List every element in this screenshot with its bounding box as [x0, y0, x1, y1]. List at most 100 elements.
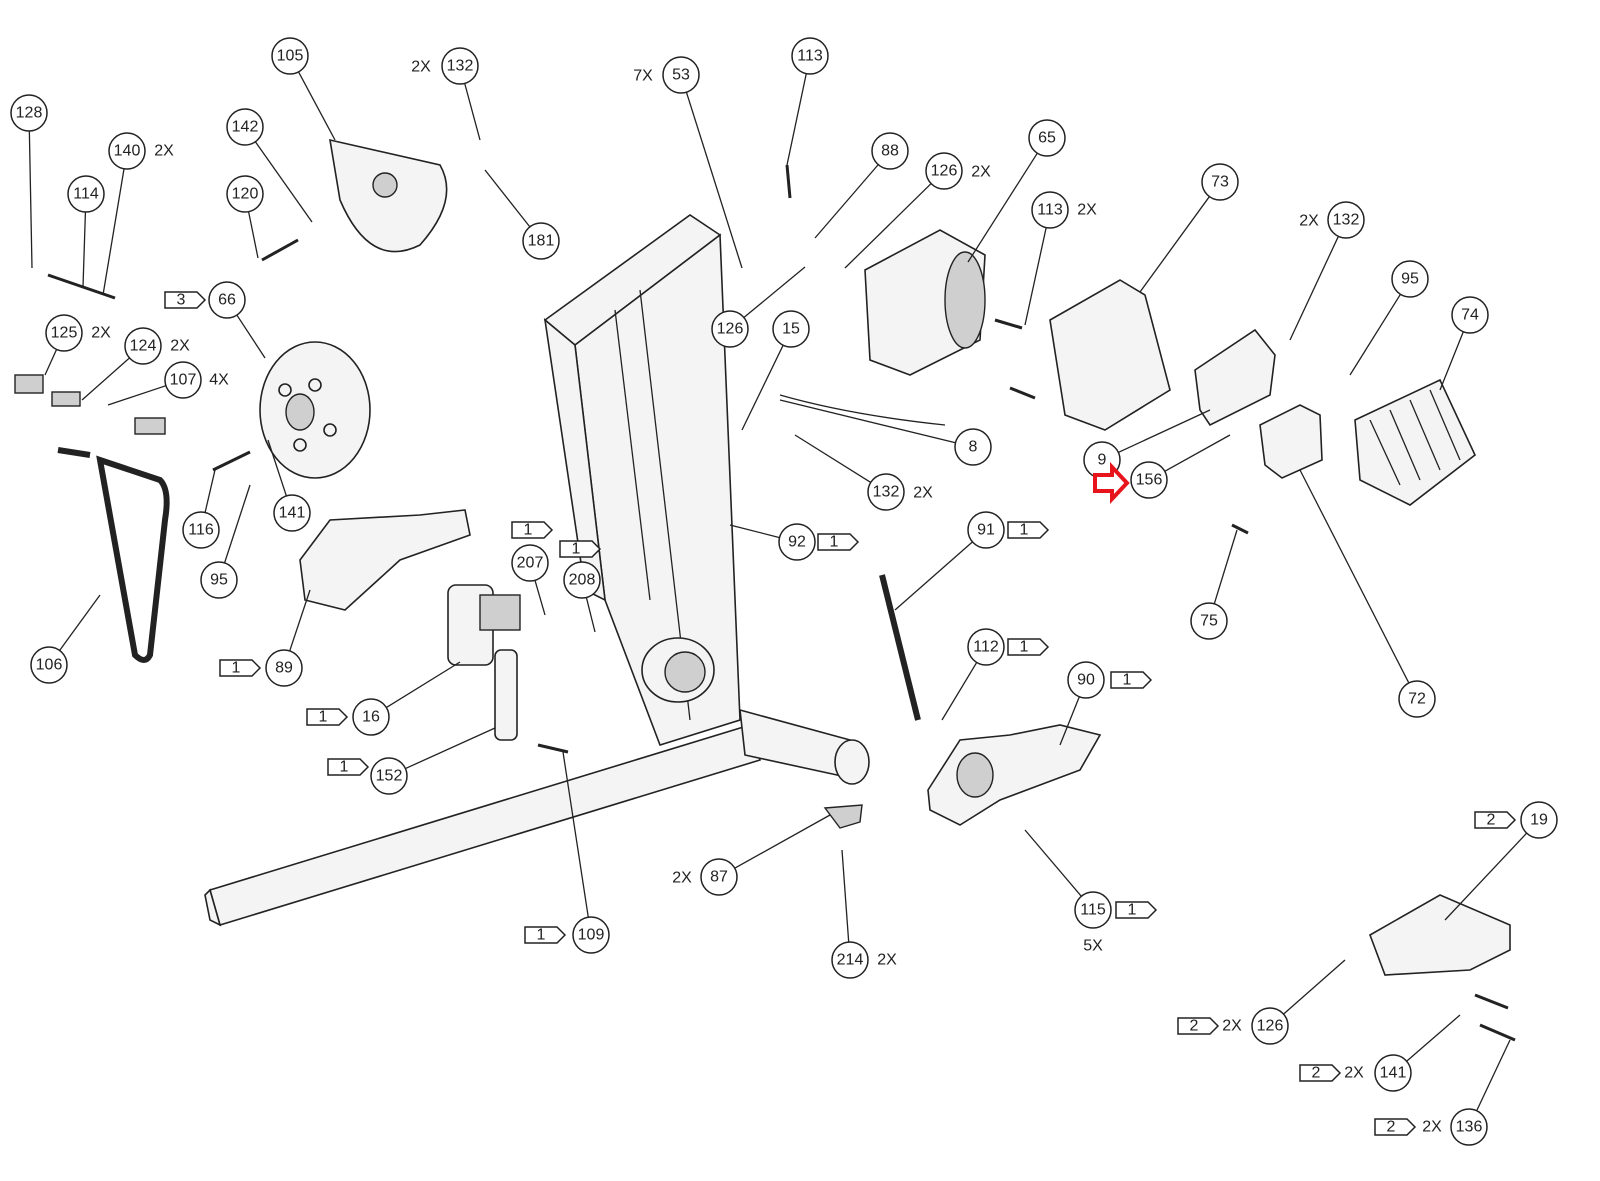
leader-line: [28, 130, 33, 269]
leader-line: [1406, 1014, 1461, 1062]
callout-bubble: [208, 281, 246, 319]
main-frame: [204, 214, 870, 927]
part-number: 73: [1211, 174, 1229, 191]
leader-line: [82, 211, 87, 288]
quantity-label: 2X: [1077, 202, 1097, 219]
callout-bubble: [867, 473, 905, 511]
part-number: 142: [232, 119, 259, 136]
lift-motor: [447, 584, 521, 741]
reference-tag-label: 2: [1312, 1065, 1321, 1082]
part-number: 72: [1408, 691, 1426, 708]
callout-bubble: [791, 37, 829, 75]
callout-bubble: [1074, 891, 1112, 929]
callout-bubble: [200, 561, 238, 599]
reference-tag: [524, 926, 567, 944]
leader-line: [44, 349, 58, 376]
part-number: 114: [73, 186, 99, 203]
flywheel-cover: [329, 138, 448, 253]
part-number: 95: [210, 572, 228, 589]
reference-tag: [219, 659, 262, 677]
callout-120: 120: [226, 175, 264, 259]
leader-line: [484, 169, 531, 228]
callout-bubble: [522, 222, 560, 260]
part-number: 113: [797, 48, 823, 65]
wire-harness: [779, 394, 946, 426]
callout-bubble: [511, 544, 549, 582]
reference-tag-label: 1: [319, 709, 328, 726]
callout-142: 142: [226, 108, 313, 223]
reference-tag-label: 1: [1020, 639, 1029, 656]
leader-line: [1024, 227, 1047, 326]
callout-15: 15: [741, 310, 810, 431]
callout-bubble: [352, 698, 390, 736]
callout-bubble: [1028, 119, 1066, 157]
leader-line: [741, 344, 784, 431]
callout-126: 126: [711, 266, 806, 348]
reference-tag-label: 1: [572, 541, 581, 558]
callout-bubble: [1327, 201, 1365, 239]
part-number: 152: [376, 768, 403, 785]
leader-line: [1283, 959, 1346, 1015]
callout-bubble: [1201, 163, 1239, 201]
callout-bubble: [226, 175, 264, 213]
callout-bubble: [954, 428, 992, 466]
reference-tag: [1474, 811, 1517, 829]
leader-line: [1139, 196, 1210, 293]
leader-line: [967, 152, 1038, 263]
quantity-label: 2X: [971, 164, 991, 181]
callout-bubble: [124, 327, 162, 365]
leader-line: [1289, 236, 1339, 341]
callout-bubble: [45, 314, 83, 352]
heatsink: [1354, 378, 1476, 506]
part-number: 214: [837, 952, 864, 969]
leader-line: [102, 168, 125, 296]
part-number: 115: [1080, 902, 1106, 919]
part-number: 124: [130, 338, 157, 355]
quantity-label: 2X: [672, 870, 692, 887]
part-number: 132: [1333, 212, 1360, 229]
part-number: 92: [788, 534, 806, 551]
callout-bubble: [1067, 661, 1105, 699]
part-number: 132: [447, 58, 474, 75]
callout-bubble: [1450, 1108, 1488, 1146]
callout-bubble: [563, 561, 601, 599]
reference-tag: [1177, 1017, 1220, 1035]
leader-line: [1164, 434, 1231, 472]
callout-bubble: [572, 916, 610, 954]
part-number: 106: [36, 657, 63, 674]
callout-75: 75: [1190, 529, 1238, 640]
part-number: 74: [1461, 307, 1479, 324]
reference-tag-label: 1: [1128, 902, 1137, 919]
highlight-arrow-icon: [1093, 461, 1130, 505]
part-number: 109: [578, 927, 605, 944]
callout-88: 88: [814, 132, 909, 239]
part-number: 75: [1200, 613, 1218, 630]
leader-line: [685, 91, 743, 269]
leader-line: [1118, 409, 1211, 454]
part-number: 136: [1456, 1119, 1483, 1136]
part-number: 15: [782, 321, 800, 338]
callout-bubble: [164, 361, 202, 399]
callout-bubble: [772, 310, 810, 348]
leader-line: [1299, 469, 1410, 684]
reference-tag-label: 1: [1020, 522, 1029, 539]
leader-line: [779, 399, 956, 444]
part-number: 105: [277, 48, 304, 65]
reference-tag-label: 1: [537, 927, 546, 944]
callout-bubble: [1451, 296, 1489, 334]
part-number: 141: [279, 505, 306, 522]
callout-bubble: [967, 511, 1005, 549]
reference-tag: [1374, 1118, 1417, 1136]
leader-line: [107, 385, 167, 406]
callout-95: 95: [1349, 260, 1429, 376]
leader-line: [1213, 529, 1238, 604]
callout-181: 181: [484, 169, 560, 260]
leader-line: [464, 83, 481, 141]
leader-line: [254, 141, 313, 223]
